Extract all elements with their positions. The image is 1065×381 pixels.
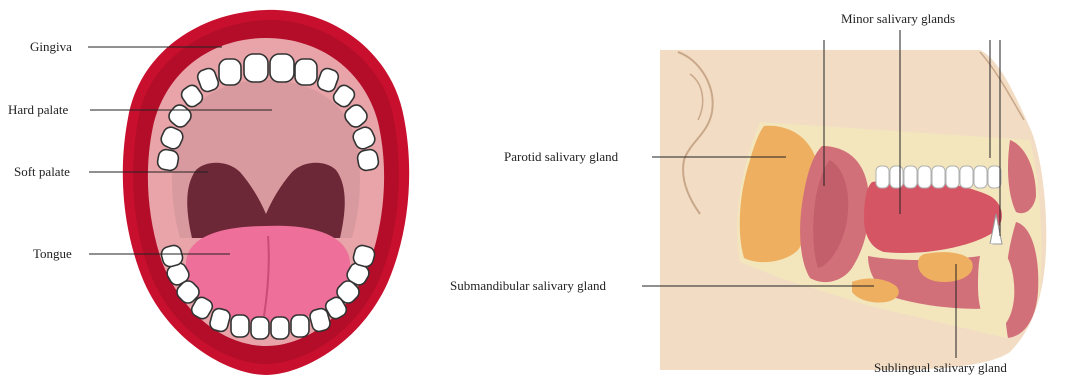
head-tooth [932,166,945,188]
lower-tooth [271,317,289,339]
label-submandibular-salivary-gland: Submandibular salivary gland [450,278,606,293]
upper-tooth [356,148,379,171]
sublingual-gland [918,252,973,282]
upper-tooth [244,54,268,82]
label-tongue: Tongue [33,246,72,261]
label-soft-palate: Soft palate [14,164,70,179]
head-tooth [890,166,903,188]
label-parotid-salivary-gland: Parotid salivary gland [504,149,619,164]
head-tooth [974,166,987,188]
label-minor-salivary-glands: Minor salivary glands [841,11,955,26]
head-section-illustration [660,50,1046,370]
head-tooth [904,166,917,188]
lower-tooth [291,315,309,337]
label-hard-palate: Hard palate [8,102,69,117]
head-tooth [946,166,959,188]
head-tooth [988,166,1001,188]
upper-tooth [295,59,317,85]
head-tooth [960,166,973,188]
head-upper-teeth [876,166,1001,188]
label-sublingual-salivary-gland: Sublingual salivary gland [874,360,1007,375]
head-tooth [876,166,889,188]
head-tooth [918,166,931,188]
open-mouth-illustration [123,10,409,375]
lower-tooth [251,317,269,339]
upper-tooth [156,148,179,171]
label-gingiva: Gingiva [30,39,72,54]
upper-tooth [219,59,241,85]
lower-tooth [231,315,249,337]
upper-tooth [270,54,294,82]
